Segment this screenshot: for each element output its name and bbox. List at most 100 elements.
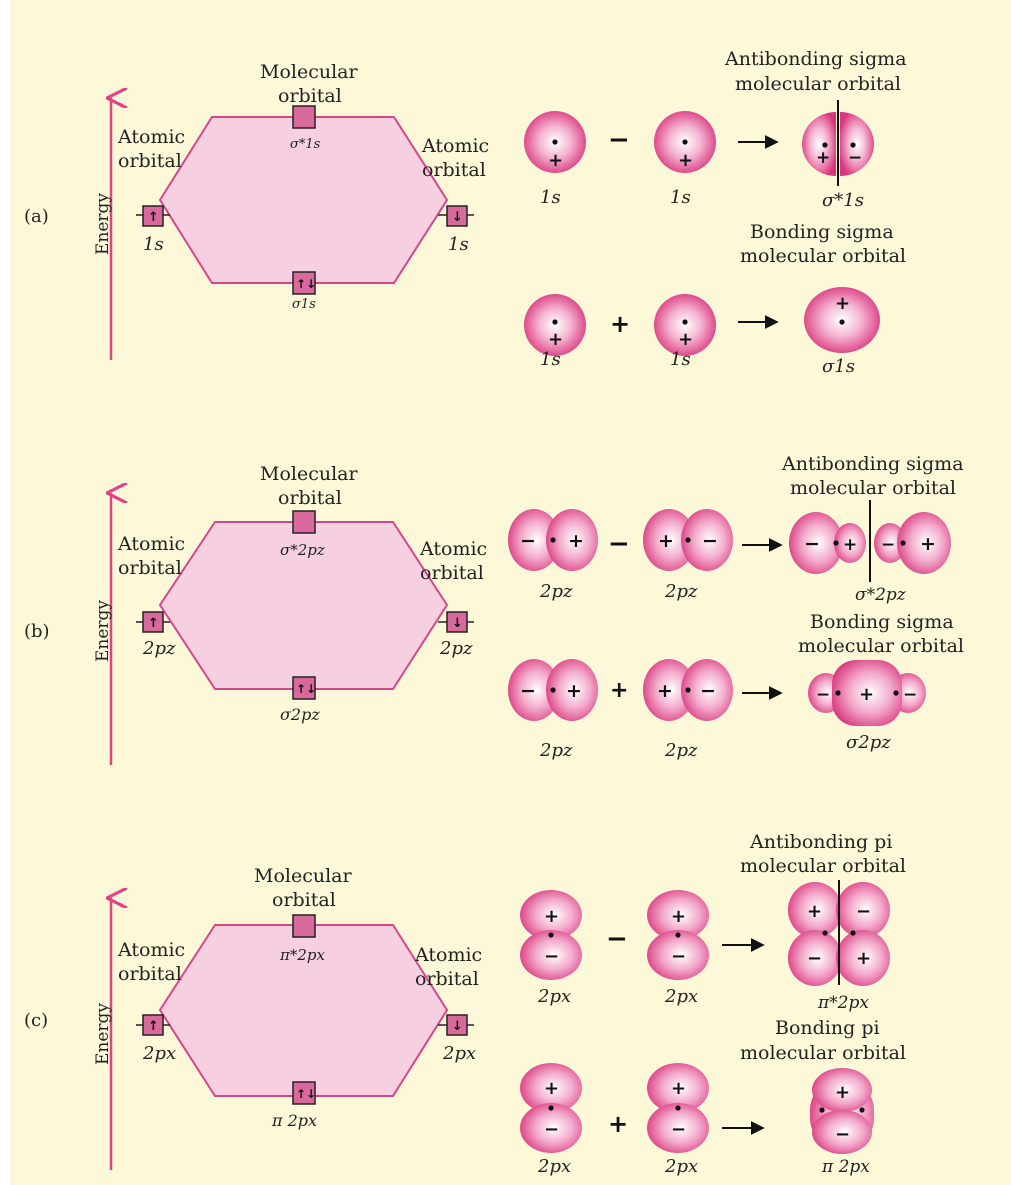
svg-text:+: + bbox=[843, 535, 857, 555]
panel-a-energy-label: Energy bbox=[93, 193, 113, 255]
panel-c-atomic-right-2: orbital bbox=[415, 968, 479, 990]
svg-text:−: − bbox=[671, 1119, 686, 1140]
panel-c-ab-result-label: π*2px bbox=[817, 993, 869, 1013]
mo-diagram-figure: (a) Energy Atomic orbital Atomic orbital… bbox=[10, 0, 1011, 1185]
panel-b-mo-top-box bbox=[293, 511, 315, 533]
svg-text:+: + bbox=[568, 530, 584, 552]
panel-a: (a) Energy Atomic orbital Atomic orbital… bbox=[24, 48, 907, 377]
panel-c-b-orbital-b-label: 2px bbox=[664, 1156, 698, 1177]
panel-a-ab-orbital-a-label: 1s bbox=[540, 187, 561, 208]
panel-a-mo-bottom-label: σ1s bbox=[292, 297, 316, 312]
panel-c-energy-label: Energy bbox=[93, 1003, 113, 1065]
svg-text:↓: ↓ bbox=[452, 1019, 463, 1034]
panel-b-atomic-right-2: orbital bbox=[420, 562, 484, 584]
panel-c-ab-orbital-a: + − bbox=[520, 890, 582, 980]
panel-b-energy-label: Energy bbox=[93, 600, 113, 662]
panel-b-mo-top-label: σ*2pz bbox=[280, 541, 325, 559]
panel-c-b-result-label: π 2px bbox=[821, 1157, 870, 1177]
panel-c-left-ao-label: 2px bbox=[142, 1043, 176, 1064]
panel-b-right-ao-label: 2pz bbox=[439, 638, 473, 659]
svg-text:−: − bbox=[702, 530, 718, 552]
panel-a-right-ao-box: ↓ bbox=[438, 206, 474, 226]
svg-text:+: + bbox=[548, 329, 563, 350]
panel-b-ab-orbital-b: + − bbox=[643, 509, 733, 571]
svg-text:−: − bbox=[856, 901, 871, 922]
panel-a-antibonding-title-1: Antibonding sigma bbox=[724, 48, 907, 70]
panel-a-b-orbital-b-label: 1s bbox=[670, 349, 691, 370]
svg-text:−: − bbox=[520, 530, 536, 552]
svg-text:−: − bbox=[700, 680, 716, 702]
panel-c-right-ao-box: ↓ bbox=[438, 1015, 474, 1035]
panel-a-b-result-orbital: + bbox=[804, 287, 880, 353]
svg-text:+: + bbox=[807, 901, 822, 922]
panel-a-b-orbital-b: + bbox=[654, 294, 716, 356]
panel-a-left-ao-label: 1s bbox=[143, 234, 164, 255]
panel-c-atomic-left-1: Atomic bbox=[117, 939, 185, 961]
svg-text:↓: ↓ bbox=[452, 616, 463, 631]
svg-text:↑↓: ↑↓ bbox=[296, 682, 316, 696]
panel-c-b-orbital-a-label: 2px bbox=[537, 1156, 571, 1177]
panel-a-atomic-right-1: Atomic bbox=[421, 135, 489, 157]
svg-text:−: − bbox=[544, 1119, 559, 1140]
panel-c-mo-top-label: π*2px bbox=[279, 946, 326, 964]
svg-text:−: − bbox=[816, 685, 830, 705]
panel-c-antibonding-title-1: Antibonding pi bbox=[749, 831, 892, 853]
panel-b-b-orbital-a: − + bbox=[508, 659, 598, 721]
panel-a-molecular-1: Molecular bbox=[260, 61, 358, 83]
svg-text:↑: ↑ bbox=[148, 1019, 159, 1034]
panel-b-b-result-label: σ2pz bbox=[846, 732, 891, 753]
svg-text:+: + bbox=[658, 530, 674, 552]
panel-b-bonding-title-2: molecular orbital bbox=[798, 635, 964, 657]
panel-c-ab-orbital-b-label: 2px bbox=[664, 986, 698, 1007]
panel-b-atomic-right-1: Atomic bbox=[419, 538, 487, 560]
svg-text:↑↓: ↑↓ bbox=[296, 277, 316, 291]
panel-b-atomic-left-2: orbital bbox=[118, 557, 182, 579]
panel-b-right-ao-box: ↓ bbox=[438, 612, 474, 632]
panel-a-mo-top-label: σ*1s bbox=[290, 137, 321, 152]
panel-a-molecular-2: orbital bbox=[278, 85, 342, 107]
panel-a-ab-orbital-b-label: 1s bbox=[670, 187, 691, 208]
svg-text:−: − bbox=[807, 948, 822, 969]
panel-a-antibonding-title-2: molecular orbital bbox=[735, 73, 901, 95]
panel-c-tag: (c) bbox=[24, 1010, 48, 1031]
panel-b-antibonding-title-2: molecular orbital bbox=[790, 477, 956, 499]
svg-text:↓: ↓ bbox=[452, 210, 463, 225]
panel-c-b-orbital-b: + − bbox=[647, 1063, 709, 1153]
svg-text:−: − bbox=[903, 685, 917, 705]
panel-a-mo-bottom-box: ↑↓ bbox=[293, 272, 316, 294]
panel-b-b-operator: + bbox=[610, 678, 628, 703]
panel-b-bonding-title-1: Bonding sigma bbox=[810, 611, 954, 633]
panel-b-left-ao-box: ↑ bbox=[136, 612, 170, 632]
svg-text:↑↓: ↑↓ bbox=[296, 1087, 316, 1101]
panel-a-atomic-right-2: orbital bbox=[422, 159, 486, 181]
svg-text:+: + bbox=[816, 148, 830, 168]
panel-a-ab-orbital-a: + bbox=[524, 111, 586, 173]
panel-b-b-orbital-b: + − bbox=[643, 659, 733, 721]
svg-text:+: + bbox=[835, 1082, 850, 1103]
panel-a-atomic-left-1: Atomic bbox=[117, 126, 185, 148]
panel-a-ab-operator: − bbox=[608, 125, 630, 155]
panel-c-ab-operator: − bbox=[606, 924, 628, 954]
panel-a-ab-result-orbital: + − bbox=[802, 100, 874, 186]
svg-text:+: + bbox=[671, 1078, 686, 1099]
panel-a-b-operator: + bbox=[610, 310, 630, 338]
panel-a-b-orbital-a-label: 1s bbox=[540, 349, 561, 370]
panel-c-ab-orbital-b: + − bbox=[647, 890, 709, 980]
panel-b-left-ao-label: 2pz bbox=[142, 638, 176, 659]
panel-a-bonding-title-1: Bonding sigma bbox=[750, 221, 894, 243]
panel-c-right-ao-label: 2px bbox=[442, 1043, 476, 1064]
panel-c-antibonding-title-2: molecular orbital bbox=[740, 855, 906, 877]
svg-text:−: − bbox=[671, 946, 686, 967]
svg-text:+: + bbox=[544, 906, 559, 927]
panel-b-molecular-1: Molecular bbox=[260, 463, 358, 485]
panel-c-molecular-2: orbital bbox=[272, 889, 336, 911]
panel-c-bonding-title-2: molecular orbital bbox=[740, 1042, 906, 1064]
panel-b-ab-orbital-a: − + bbox=[508, 509, 598, 571]
panel-c-ab-result-orbital: + − − + bbox=[788, 880, 890, 986]
svg-text:−: − bbox=[544, 946, 559, 967]
panel-b-ab-operator: − bbox=[608, 529, 630, 559]
panel-c-mo-bottom-label: π 2px bbox=[271, 1111, 317, 1130]
svg-text:+: + bbox=[566, 680, 582, 702]
panel-a-b-result-label: σ1s bbox=[822, 356, 855, 377]
svg-text:↑: ↑ bbox=[148, 210, 159, 225]
